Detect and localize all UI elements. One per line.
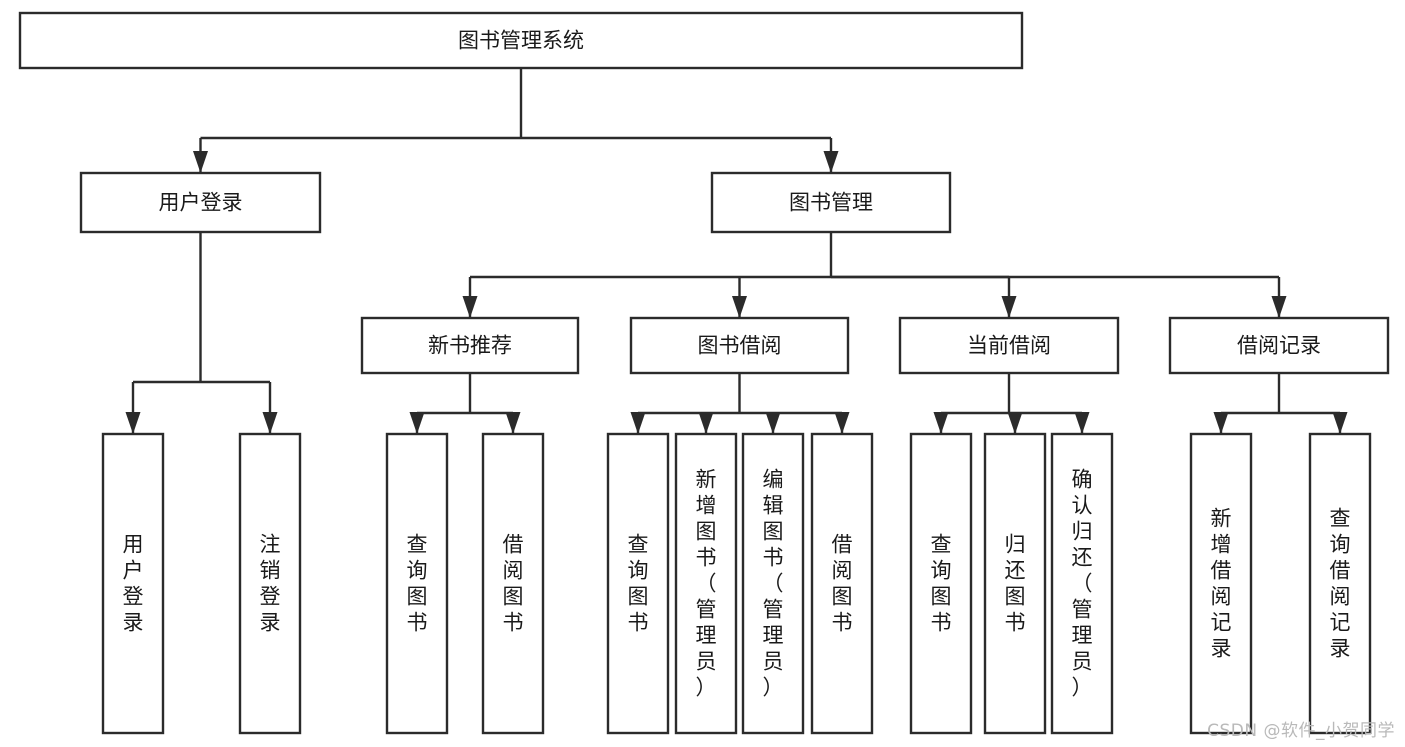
node-box (1308, 432, 1372, 735)
node-label: 新增借阅记录 (1211, 507, 1232, 661)
node-box (1050, 432, 1114, 735)
arrow-head-icon (1332, 412, 1348, 434)
node-box (674, 432, 738, 735)
csdn-watermark: CSDN @软件_小贺同学 (1207, 721, 1395, 741)
node-box (360, 316, 580, 375)
node-leaf-borrow-book-2[interactable]: 借阅图书 (810, 432, 874, 735)
node-root[interactable]: 图书管理系统 (18, 11, 1024, 70)
node-label: 查询借阅记录 (1330, 507, 1351, 661)
node-box (481, 432, 545, 735)
node-label: 查询图书 (628, 533, 649, 635)
node-box (1168, 316, 1390, 375)
node-book-manage[interactable]: 图书管理 (710, 171, 952, 234)
arrow-head-icon (823, 151, 839, 173)
node-box (741, 432, 805, 735)
node-leaf-add-record[interactable]: 新增借阅记录 (1189, 432, 1253, 735)
node-leaf-edit-book[interactable]: 编辑图书（管理员） (741, 432, 805, 735)
arrow-head-icon (125, 412, 141, 434)
node-box (385, 432, 449, 735)
node-leaf-borrow-book-1[interactable]: 借阅图书 (481, 432, 545, 735)
node-label: 新书推荐 (428, 334, 512, 358)
node-layer: 图书管理系统用户登录图书管理新书推荐图书借阅当前借阅借阅记录用户登录注销登录查询… (18, 11, 1390, 735)
node-borrow-record[interactable]: 借阅记录 (1168, 316, 1390, 375)
node-leaf-query-book-2[interactable]: 查询图书 (606, 432, 670, 735)
node-label: 查询图书 (407, 533, 428, 635)
arrow-head-icon (933, 412, 949, 434)
node-label: 用户登录 (159, 191, 243, 215)
node-leaf-user-login[interactable]: 用户登录 (101, 432, 165, 735)
arrow-head-icon (1007, 412, 1023, 434)
node-label: 新增图书（管理员） (696, 468, 717, 700)
node-box (629, 316, 850, 375)
node-leaf-query-book-1[interactable]: 查询图书 (385, 432, 449, 735)
node-box (909, 432, 973, 735)
node-box (238, 432, 302, 735)
node-user-login[interactable]: 用户登录 (79, 171, 322, 234)
node-box (983, 432, 1047, 735)
node-box (710, 171, 952, 234)
arrow-head-icon (1074, 412, 1090, 434)
node-leaf-confirm-return[interactable]: 确认归还（管理员） (1050, 432, 1114, 735)
node-box (101, 432, 165, 735)
arrow-head-icon (409, 412, 425, 434)
node-label: 确认归还（管理员） (1072, 468, 1093, 700)
arrow-head-icon (262, 412, 278, 434)
node-leaf-add-book[interactable]: 新增图书（管理员） (674, 432, 738, 735)
node-label: 借阅图书 (832, 533, 853, 635)
node-new-book-rec[interactable]: 新书推荐 (360, 316, 580, 375)
node-box (18, 11, 1024, 70)
node-label: 图书借阅 (698, 334, 782, 358)
node-leaf-query-record[interactable]: 查询借阅记录 (1308, 432, 1372, 735)
node-label: 图书管理系统 (458, 29, 584, 53)
node-label: 借阅记录 (1237, 334, 1321, 358)
arrow-head-icon (765, 412, 781, 434)
arrow-head-icon (505, 412, 521, 434)
node-label: 用户登录 (123, 533, 144, 635)
node-box (1189, 432, 1253, 735)
arrow-head-icon (1001, 296, 1017, 318)
node-box (79, 171, 322, 234)
node-label: 图书管理 (789, 191, 873, 215)
node-book-borrow[interactable]: 图书借阅 (629, 316, 850, 375)
node-leaf-logout[interactable]: 注销登录 (238, 432, 302, 735)
node-label: 编辑图书（管理员） (763, 468, 784, 700)
arrow-head-icon (732, 296, 747, 318)
node-leaf-return-book[interactable]: 归还图书 (983, 432, 1047, 735)
arrow-head-icon (834, 412, 850, 434)
arrow-head-icon (630, 412, 646, 434)
arrow-head-icon (462, 296, 478, 318)
arrow-head-icon (698, 412, 714, 434)
node-box (606, 432, 670, 735)
arrow-head-icon (193, 151, 208, 173)
node-label: 查询图书 (931, 533, 952, 635)
node-box (810, 432, 874, 735)
node-leaf-query-book-3[interactable]: 查询图书 (909, 432, 973, 735)
node-current-borrow[interactable]: 当前借阅 (898, 316, 1120, 375)
node-label: 借阅图书 (503, 533, 524, 635)
arrow-head-icon (1271, 296, 1287, 318)
node-label: 当前借阅 (967, 334, 1051, 358)
node-label: 归还图书 (1005, 533, 1026, 635)
arrow-head-icon (1213, 412, 1229, 434)
connector-layer (125, 68, 1348, 434)
node-label: 注销登录 (260, 533, 281, 635)
node-box (898, 316, 1120, 375)
